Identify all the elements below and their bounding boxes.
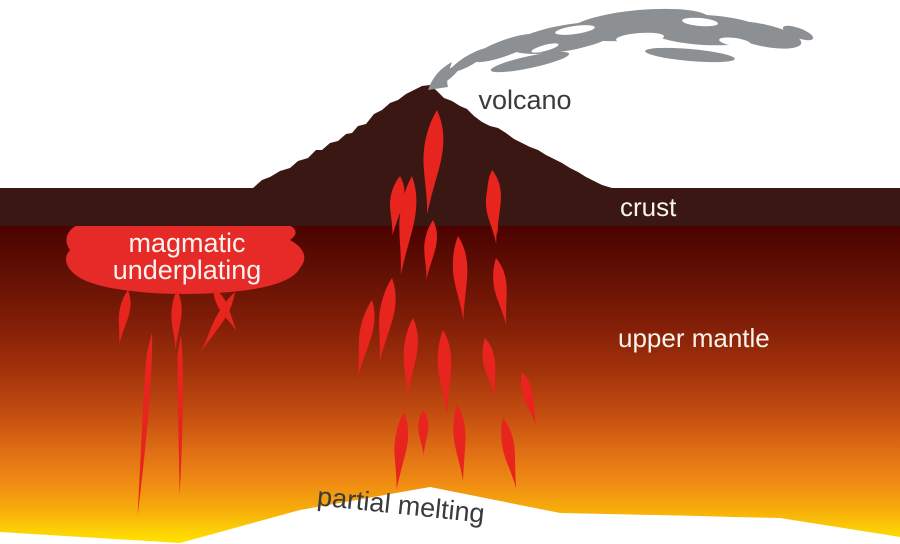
smoke-gap — [555, 25, 595, 35]
smoke-gap — [616, 32, 664, 44]
smoke-highlights — [531, 17, 751, 53]
smoke-puff — [722, 21, 802, 49]
smoke-gap — [719, 37, 751, 47]
smoke-wisp — [428, 62, 452, 90]
magmatic-underplating-label-line1: magmatic — [128, 228, 245, 258]
smoke-gap — [682, 17, 718, 27]
crust-label: crust — [620, 192, 677, 222]
magmatic-underplating-blob — [66, 217, 305, 294]
smoke-plume — [428, 8, 814, 90]
smoke-gap — [531, 43, 559, 53]
smoke-puff — [645, 47, 735, 63]
crust-and-volcano — [0, 85, 900, 226]
magmatic-underplating-label-line2: underplating — [113, 255, 262, 285]
upper-mantle-label: upper mantle — [618, 323, 770, 353]
volcano-label: volcano — [478, 85, 571, 115]
smoke-puff — [782, 25, 814, 41]
smoke-puff — [490, 51, 570, 73]
